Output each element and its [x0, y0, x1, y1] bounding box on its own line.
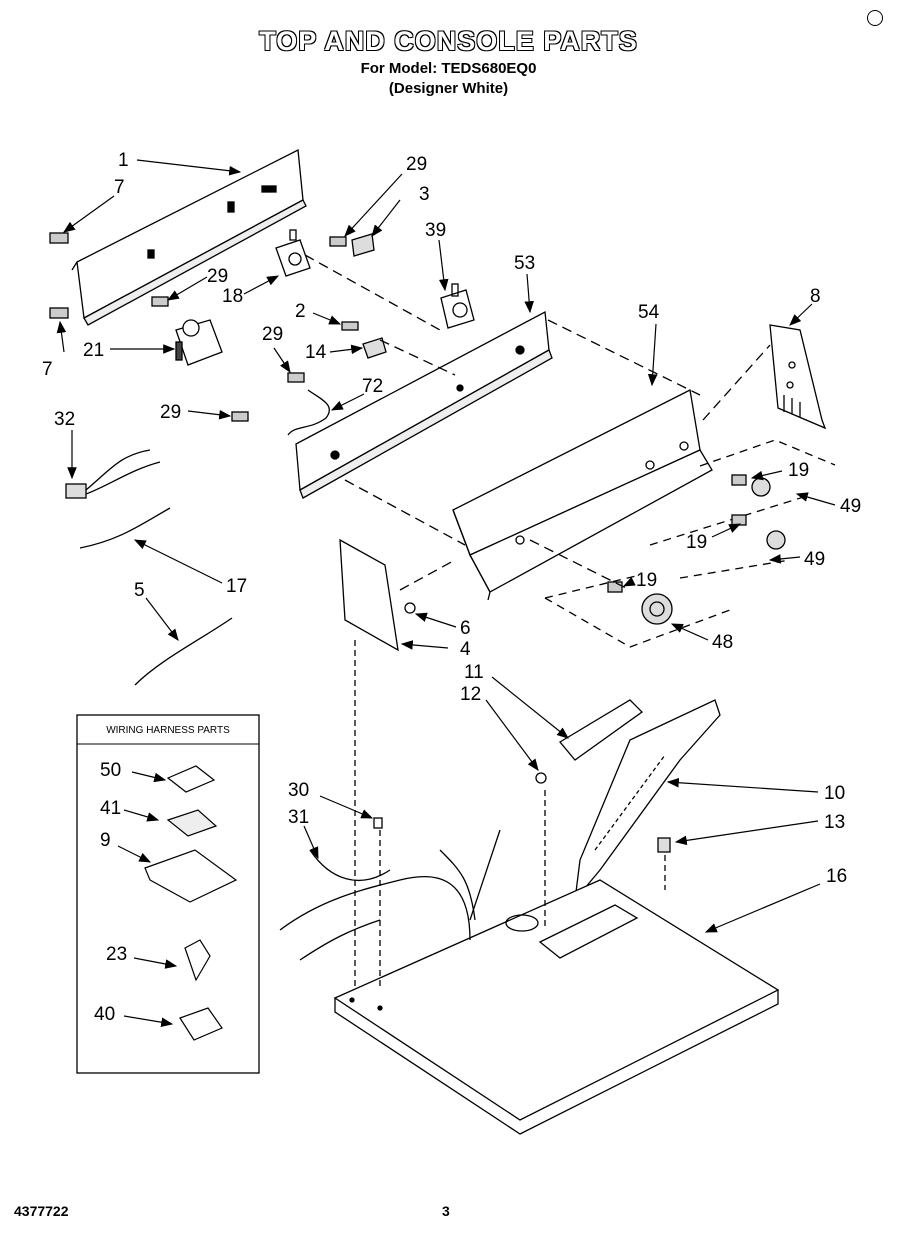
callout-32: 32 — [54, 409, 75, 430]
part-54-console — [452, 389, 713, 601]
callout-21: 21 — [83, 340, 104, 361]
callout-29-b: 29 — [207, 266, 228, 287]
part-31-harness — [279, 829, 501, 961]
callout-54: 54 — [638, 302, 660, 323]
part-18-switch — [275, 229, 311, 277]
part-72-wire — [287, 389, 331, 436]
callout-17: 17 — [226, 576, 247, 597]
part-49-knobs — [751, 477, 786, 550]
part-13-screw — [657, 837, 671, 853]
callout-49-b: 49 — [804, 549, 825, 570]
callout-8: 8 — [810, 286, 821, 307]
callout-72: 72 — [362, 376, 383, 397]
part-11-lens — [559, 699, 644, 761]
part-6-clip — [404, 602, 416, 614]
part-1-panel — [71, 148, 307, 326]
explosion-lines — [304, 254, 771, 591]
callout-11: 11 — [464, 662, 484, 683]
callout-7-top: 7 — [114, 177, 125, 198]
part-5-wire — [134, 617, 233, 686]
color-line: (Designer White) — [388, 80, 509, 97]
knob-dashed-areas — [544, 439, 836, 648]
callout-5: 5 — [134, 580, 145, 601]
page-number: 3 — [442, 1203, 450, 1219]
corner-circle-mark — [867, 10, 883, 26]
part-2-screw — [341, 321, 359, 331]
callout-6: 6 — [460, 618, 471, 639]
callout-16: 16 — [826, 866, 847, 887]
callout-29-d: 29 — [160, 402, 181, 423]
callout-53: 53 — [514, 253, 535, 274]
callout-40: 40 — [94, 1004, 115, 1025]
callout-9: 9 — [100, 830, 111, 851]
part-16-top — [333, 879, 780, 1135]
part-12-screw — [535, 772, 547, 784]
callout-31: 31 — [288, 807, 309, 828]
part-29-screws — [151, 236, 347, 422]
callout-3: 3 — [419, 184, 430, 205]
callout-39: 39 — [425, 220, 446, 241]
part-7-screw-top — [49, 232, 69, 244]
callout-13: 13 — [824, 812, 845, 833]
callout-18: 18 — [222, 286, 243, 307]
document-number: 4377722 — [14, 1203, 69, 1219]
callout-41: 41 — [100, 798, 121, 819]
part-32-harness — [65, 449, 161, 499]
wiring-harness-inset: WIRING HARNESS PARTS 50 41 9 23 40 — [76, 714, 260, 1074]
callout-19-c: 19 — [636, 570, 657, 591]
part-14-clip — [362, 337, 387, 359]
part-48-knob — [641, 593, 673, 625]
model-line: For Model: TEDS680EQ0 — [360, 60, 537, 77]
leader-lines — [56, 159, 836, 933]
callout-10: 10 — [824, 783, 845, 804]
callout-29-a: 29 — [406, 154, 427, 175]
callout-29-c: 29 — [262, 324, 283, 345]
part-4-cover — [339, 538, 399, 652]
callout-19-a: 19 — [788, 460, 809, 481]
part-21-timer — [175, 319, 223, 366]
part-39-switch — [440, 283, 475, 329]
part-10-lint-screen — [574, 699, 721, 903]
callout-14: 14 — [305, 342, 327, 363]
callout-30: 30 — [288, 780, 309, 801]
callout-4: 4 — [460, 639, 471, 660]
callout-2: 2 — [295, 301, 306, 322]
part-8-end-cap — [769, 324, 827, 430]
callout-numbers: 1 7 29 3 39 53 8 54 18 29 7 21 2 14 29 7… — [42, 150, 861, 887]
part-7-screw-bottom — [49, 307, 69, 319]
inset-title: WIRING HARNESS PARTS — [106, 725, 230, 736]
callout-49-a: 49 — [840, 496, 861, 517]
part-30-clip — [373, 817, 383, 829]
callout-12: 12 — [460, 684, 481, 705]
callout-7-bottom: 7 — [42, 359, 53, 380]
callout-50: 50 — [100, 760, 121, 781]
part-17-wire — [79, 507, 171, 549]
callout-23: 23 — [106, 944, 127, 965]
callout-1: 1 — [118, 150, 129, 171]
page-title: TOP AND CONSOLE PARTS — [259, 26, 638, 56]
part-3-knob — [351, 233, 375, 257]
callout-19-b: 19 — [686, 532, 707, 553]
callout-48: 48 — [712, 632, 733, 653]
part-53-bracket — [295, 310, 553, 499]
